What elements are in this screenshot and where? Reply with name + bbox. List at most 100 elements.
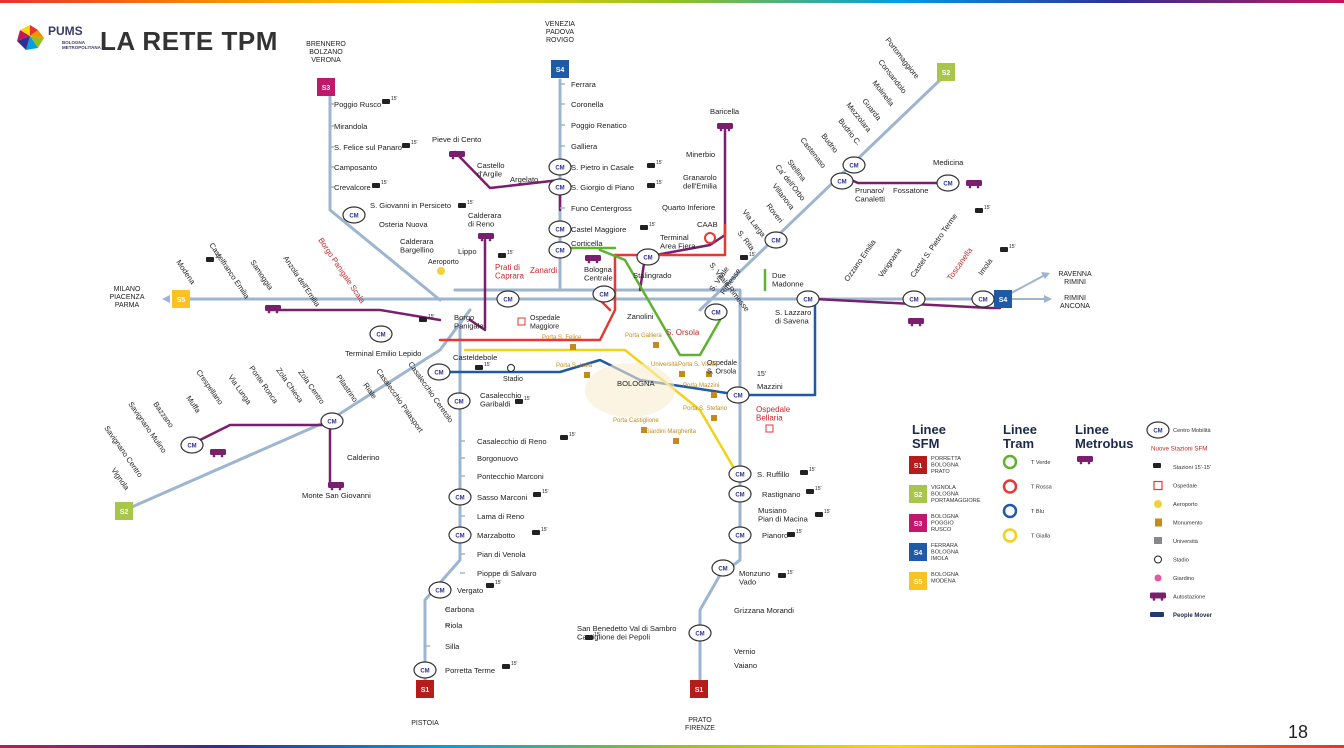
freq-label: 15' — [495, 580, 502, 586]
train-icon — [778, 573, 786, 578]
legend-sfm-text: POGGIO — [931, 521, 954, 527]
bus-wheel — [275, 310, 279, 314]
freq-label: 15' — [428, 314, 435, 320]
s2-ne-badge-label: S2 — [942, 70, 951, 77]
train-icon — [800, 470, 808, 475]
terminus-ravenna: RIMINI — [1064, 279, 1086, 286]
centro-mobilita-icon — [413, 661, 437, 679]
centro-mobilita-label: CM — [733, 394, 742, 400]
s5-station-label: Castelfranco Emilia — [207, 241, 251, 301]
monument-label: Università — [651, 362, 678, 368]
centro-mobilita-label: CM — [849, 164, 858, 170]
station-label: Pieve di Cento — [432, 135, 481, 144]
terminus-brennero: BOLZANO — [309, 49, 343, 56]
legend-sfm-text: BOLOGNA — [931, 492, 959, 498]
legend: LineeSFMS1PORRETTABOLOGNAPRATOS2VIGNOLAB… — [909, 421, 1213, 619]
bus-icon — [478, 233, 494, 239]
s4-east-label: Varignana — [876, 245, 903, 279]
university-icon — [1154, 537, 1162, 544]
bus-icon — [966, 180, 982, 186]
monument-icon — [1155, 518, 1162, 527]
bus-wheel — [976, 185, 980, 189]
train-icon — [640, 225, 648, 230]
centro-mobilita-label: CM — [735, 473, 744, 479]
station-label: Ospedale — [707, 360, 737, 367]
freq-label: 15' — [757, 371, 766, 378]
centro-mobilita-icon — [971, 290, 995, 308]
train-icon — [372, 183, 380, 188]
legend-sfm-text: BOLOGNA — [931, 572, 959, 578]
s3-station-label: Bargellino — [400, 246, 434, 255]
garden-icon — [1154, 574, 1162, 582]
top-color-bar — [0, 0, 1344, 3]
legend-sfm-text: BOLOGNA — [931, 550, 959, 556]
centro-mobilita-label: CM — [735, 493, 744, 499]
pums-logo-icon — [17, 25, 44, 50]
train-icon — [806, 489, 814, 494]
station-label: Aeroporto — [428, 259, 459, 266]
centro-mobilita-label: CM — [735, 534, 744, 540]
station-label: Bellaria — [756, 414, 783, 423]
bus-icon — [717, 123, 733, 129]
s1-station-label: Porretta Terme — [445, 666, 495, 675]
legend-symbol-text: Giardino — [1173, 576, 1194, 582]
station-label: Casalecchio — [480, 391, 521, 400]
s4-station-label: Funo Centergross — [571, 204, 632, 213]
centro-mobilita-icon — [842, 156, 866, 174]
metrobus-sw-line — [198, 423, 332, 442]
bus-wheel — [1079, 461, 1083, 465]
s1-station-label: Borgonuovo — [477, 454, 518, 463]
legend-sfm-text: PORRETTA — [931, 456, 961, 462]
centro-mobilita-icon — [688, 624, 712, 642]
legend-tram-title: Linee — [1003, 422, 1037, 437]
train-icon — [486, 583, 494, 588]
legend-sfm-title: SFM — [912, 436, 939, 451]
s3-station-label: Calderara — [400, 237, 434, 246]
train-icon — [532, 530, 540, 535]
station-label: Prunaro/ — [855, 186, 885, 195]
s3-badge-label: S3 — [322, 85, 331, 92]
bus-wheel — [1160, 598, 1164, 601]
monument-label: Giardini Margherita — [645, 429, 697, 435]
train-icon — [647, 183, 655, 188]
centro-mobilita-icon — [704, 303, 728, 321]
s2-station-label: Budrio — [819, 132, 840, 155]
s4-east-badge — [994, 290, 1012, 308]
centro-mobilita-label: CM — [771, 239, 780, 245]
train-icon — [206, 257, 214, 262]
station-label: Stadio — [503, 376, 523, 383]
s1-south-label: Castiglione dei Pepoli — [577, 633, 650, 642]
hospital-icon — [765, 424, 774, 433]
station-label: Quarto Inferiore — [662, 203, 715, 212]
bus-icon — [210, 449, 226, 455]
station-label: Fossatone — [893, 186, 928, 195]
train-icon — [533, 492, 541, 497]
bus-wheel — [1152, 598, 1156, 601]
legend-metrobus-title: Metrobus — [1075, 436, 1134, 451]
centro-mobilita-label: CM — [349, 214, 358, 220]
terminus-prato: PRATO — [688, 717, 712, 724]
train-icon — [1000, 247, 1008, 252]
centro-mobilita-icon — [728, 485, 752, 503]
freq-label: 15' — [524, 396, 531, 402]
s5-badge-label: S5 — [177, 297, 186, 304]
monument-label: Porta Galliera — [625, 333, 662, 339]
s1-badge — [416, 680, 434, 698]
terminus-milano: PARMA — [115, 302, 140, 309]
station-label: Maggiore — [530, 324, 559, 331]
station-label: S. Orsola — [666, 328, 700, 337]
station-label: Ospedale — [530, 315, 560, 322]
centro-mobilita-icon — [764, 231, 788, 249]
s4-station-label: Corticella — [571, 239, 603, 248]
s2-sw-label: Savignano Centro — [102, 424, 144, 479]
legend-sfm-text: RUSCO — [931, 527, 952, 533]
bus-wheel — [1087, 461, 1091, 465]
airport-icon — [1154, 500, 1162, 508]
legend-sfm-badge-label: S2 — [914, 492, 923, 499]
monument-label: Porta S. Felice — [542, 335, 582, 341]
centro-mobilita-label: CM — [555, 186, 564, 192]
legend-symbol-text: Ospedale — [1173, 484, 1197, 490]
station-label: S. Lazzaro — [775, 308, 811, 317]
bus-icon — [1150, 592, 1166, 599]
legend-sfm-text: IMOLA — [931, 556, 949, 562]
